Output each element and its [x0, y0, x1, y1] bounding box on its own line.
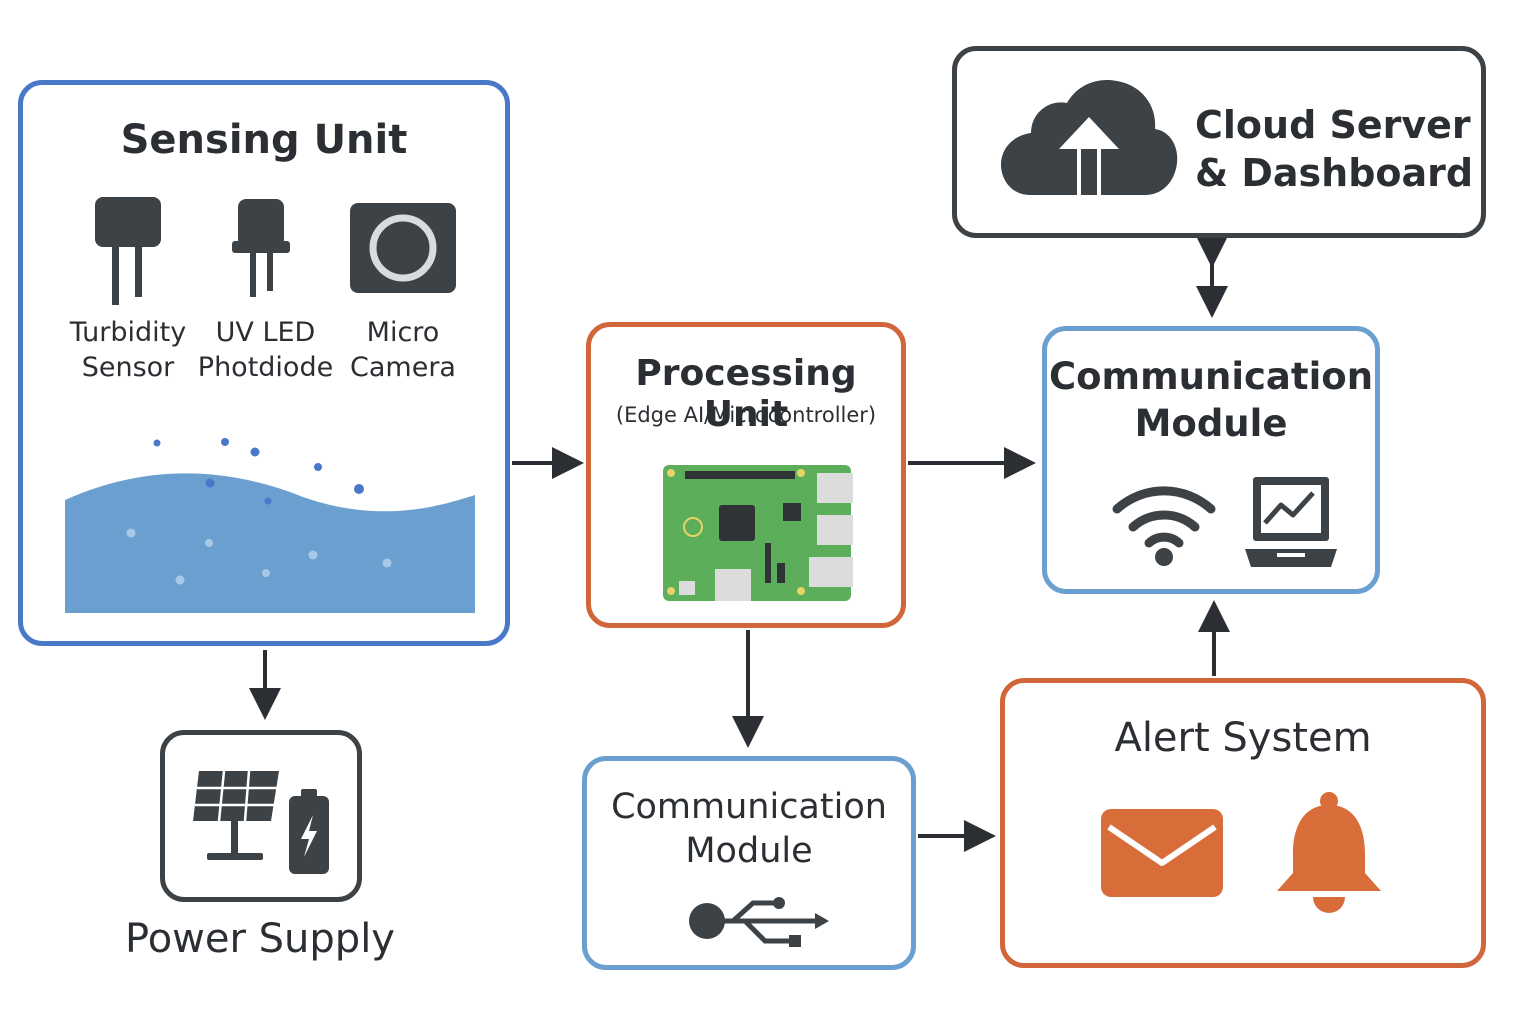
alert-system-title: Alert System	[1114, 715, 1372, 761]
sensor-label-turbidity: Turbidity Sensor	[69, 317, 187, 383]
turbidity-sensor-icon	[95, 197, 161, 305]
processing-unit-subtitle: (Edge AI/Microcontroller)	[615, 403, 877, 427]
power-supply-box	[160, 730, 362, 902]
mail-icon	[1101, 809, 1223, 897]
cloud-server-title: Cloud Server & Dashboard	[1195, 103, 1474, 195]
camera-icon	[350, 203, 456, 293]
cloud-upload-icon	[1001, 79, 1178, 195]
comm-module-right-box: Communication Module	[1042, 326, 1380, 594]
battery-icon	[289, 789, 329, 874]
circuit-board-icon	[663, 465, 853, 601]
power-supply-label: Power Supply	[125, 916, 395, 962]
sensing-unit-title: Sensing Unit	[120, 117, 408, 163]
wifi-icon	[1112, 486, 1216, 566]
water-illustration	[65, 438, 475, 613]
solar-panel-icon	[193, 770, 279, 860]
cloud-server-box: Cloud Server & Dashboard	[952, 46, 1486, 238]
processing-unit-title: Processing Unit	[635, 353, 857, 435]
sensing-unit-box: Sensing Unit Turbidity Sensor UV LED Pho…	[18, 80, 510, 646]
sensor-label-uv-photodiode: UV LED Photdiode	[197, 317, 334, 383]
sensor-label-camera: Micro Camera	[350, 317, 456, 383]
usb-icon	[689, 897, 829, 947]
comm-module-right-title: Communication Module	[1048, 355, 1374, 445]
comm-module-bottom-box: Communication Module	[582, 756, 916, 970]
uv-photodiode-icon	[232, 199, 290, 297]
alert-system-box: Alert System	[1000, 678, 1486, 968]
comm-module-bottom-title: Communication Module	[611, 787, 887, 871]
processing-unit-box: Processing Unit (Edge AI/Microcontroller…	[586, 322, 906, 628]
bell-icon	[1277, 792, 1381, 913]
laptop-chart-icon	[1245, 477, 1337, 567]
